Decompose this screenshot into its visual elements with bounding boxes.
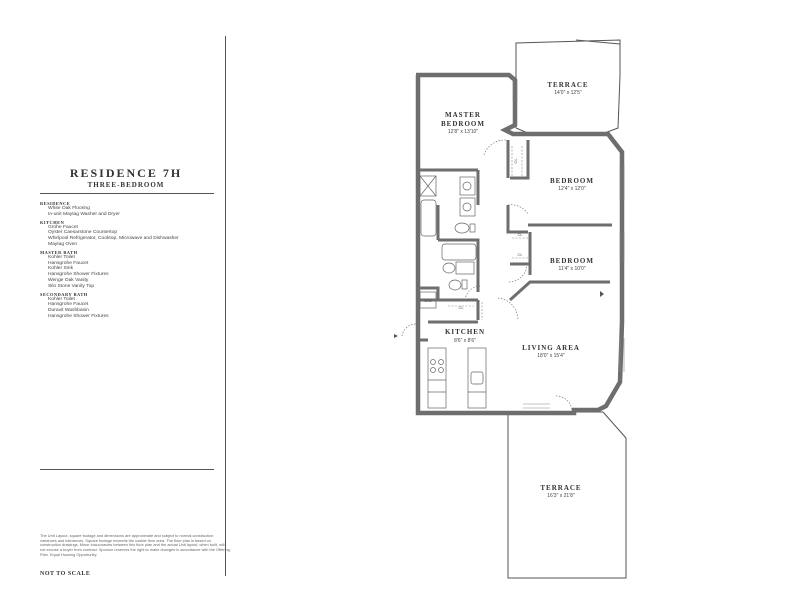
interior-walls bbox=[418, 140, 612, 342]
fixture-labels: CL CL CL CL W/D bbox=[424, 158, 523, 310]
door-swings bbox=[401, 139, 573, 411]
room-dimension: 12'4" x 12'0" bbox=[558, 186, 586, 192]
spec-section-kitchen: KITCHEN Grohe Faucet Oyster Caesarstone … bbox=[40, 220, 214, 248]
room-label-kitchen: KITCHEN 8'6" x 8'6" bbox=[445, 328, 485, 344]
room-dimension: 18'0" x 15'4" bbox=[537, 353, 565, 359]
spec-item: White Oak Flooring bbox=[48, 206, 90, 211]
spec-item: In-unit Maytag Washer and Dryer bbox=[48, 211, 120, 217]
spec-heading: MASTER BATH bbox=[40, 249, 78, 255]
room-dimension: 12'8" x 13'10" bbox=[448, 129, 478, 135]
bottom-rule bbox=[40, 469, 214, 470]
room-dimension: 8'6" x 8'6" bbox=[454, 338, 476, 344]
master-bath-fixtures bbox=[419, 175, 476, 237]
spec-item: Silo Stone Vanity Top bbox=[48, 283, 95, 289]
spec-heading: KITCHEN bbox=[40, 219, 65, 225]
room-label-terrace-bottom: TERRACE 16'3" x 21'8" bbox=[540, 484, 581, 499]
spec-item: Maytag Oven bbox=[48, 241, 78, 247]
closet-label: CL bbox=[517, 232, 523, 237]
room-name: BEDROOM bbox=[441, 120, 485, 128]
spec-section-residence: RESIDENCE White Oak Flooring In-unit May… bbox=[40, 201, 214, 218]
room-name: TERRACE bbox=[540, 484, 581, 492]
kitchen-fixtures bbox=[419, 291, 487, 409]
residence-subtitle: THREE-BEDROOM bbox=[87, 181, 165, 189]
closet-label: CL bbox=[513, 158, 518, 164]
room-label-bedroom-1: BEDROOM 12'4" x 12'0" bbox=[550, 177, 594, 192]
room-label-living-area: LIVING AREA 18'0" x 15'4" bbox=[522, 344, 580, 359]
entry-arrows bbox=[394, 291, 604, 338]
washer-dryer-label: W/D bbox=[424, 298, 432, 303]
spec-section-master-bath: MASTER BATH Kohler Toilet Hansgrohe Fauc… bbox=[40, 250, 214, 290]
spec-list: RESIDENCE White Oak Flooring In-unit May… bbox=[40, 199, 214, 320]
closet-marks bbox=[448, 146, 528, 320]
spec-section-secondary-bath: SECONDARY BATH Kohler Toilet Hansgrohe F… bbox=[40, 292, 214, 320]
not-to-scale-label: NOT TO SCALE bbox=[40, 571, 91, 577]
spec-item: Hansgrohe Faucet bbox=[48, 302, 89, 308]
room-name: BEDROOM bbox=[550, 177, 594, 185]
secondary-bath-fixtures bbox=[441, 243, 477, 291]
spec-heading: SECONDARY BATH bbox=[40, 291, 88, 297]
room-dimension: 14'0" x 12'5" bbox=[554, 90, 582, 96]
closet-label: CL bbox=[458, 305, 464, 310]
spec-item: Duravit Washbasin bbox=[48, 308, 89, 314]
room-label-master-bedroom: MASTER BEDROOM 12'8" x 13'10" bbox=[441, 111, 485, 135]
info-panel: RESIDENCE 7H THREE-BEDROOM RESIDENCE Whi… bbox=[38, 0, 230, 612]
closet-label: CL bbox=[517, 252, 523, 257]
room-label-terrace-top: TERRACE 14'0" x 12'5" bbox=[547, 81, 588, 96]
room-name: MASTER bbox=[445, 111, 481, 119]
spec-item: Whirlpool Refrigerator, Cooktop, Microwa… bbox=[48, 236, 179, 242]
room-dimension: 16'3" x 21'8" bbox=[547, 493, 575, 499]
spec-item: Wenge Oak Vanity bbox=[48, 277, 89, 283]
window-marks bbox=[512, 80, 625, 409]
spec-heading: RESIDENCE bbox=[40, 201, 71, 206]
disclaimer-text: The Unit Layout, square footage and dime… bbox=[40, 533, 230, 557]
room-name: BEDROOM bbox=[550, 257, 594, 265]
spec-item: Kohler Toilet bbox=[48, 254, 75, 260]
spec-item: Hansgrohe Shower Fixtures bbox=[48, 272, 109, 278]
room-name: KITCHEN bbox=[445, 328, 485, 336]
room-name: TERRACE bbox=[547, 81, 588, 89]
spec-item: Hansgrohe Faucet bbox=[48, 260, 89, 266]
spec-item: Kohler Sink bbox=[48, 266, 74, 272]
room-name: LIVING AREA bbox=[522, 344, 580, 352]
spec-item: Oyster Caesarstone Countertop bbox=[48, 230, 118, 236]
residence-title: RESIDENCE 7H bbox=[69, 166, 183, 180]
room-label-bedroom-2: BEDROOM 11'4" x 10'0" bbox=[550, 257, 594, 272]
room-dimension: 11'4" x 10'0" bbox=[558, 266, 585, 272]
spec-item: Hansgrohe Shower Fixtures bbox=[48, 313, 109, 319]
divider-line bbox=[225, 36, 226, 576]
exterior-walls bbox=[415, 72, 625, 416]
spec-item: Kohler Toilet bbox=[48, 296, 75, 302]
spec-item: Grohe Faucet bbox=[48, 224, 78, 230]
top-rule bbox=[40, 193, 214, 194]
